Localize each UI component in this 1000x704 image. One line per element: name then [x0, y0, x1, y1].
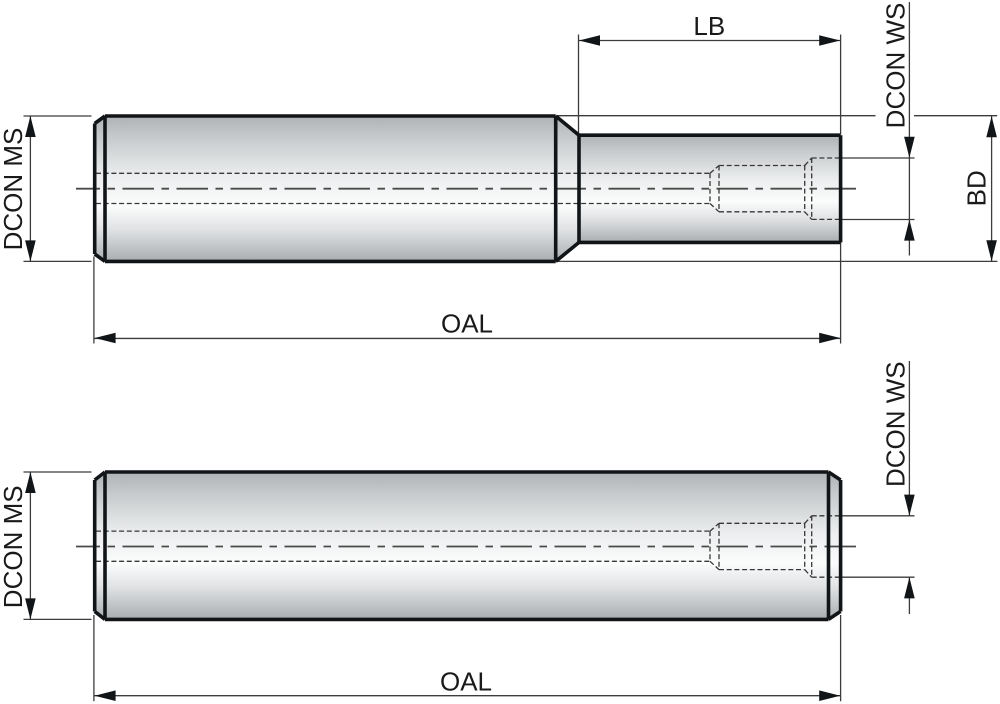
svg-text:DCON WS: DCON WS — [881, 3, 911, 129]
svg-text:OAL: OAL — [441, 308, 493, 338]
svg-text:DCON MS: DCON MS — [0, 485, 28, 608]
svg-text:DCON MS: DCON MS — [0, 128, 28, 251]
svg-text:BD: BD — [961, 170, 991, 206]
svg-text:DCON WS: DCON WS — [881, 361, 911, 487]
svg-text:OAL: OAL — [440, 666, 492, 696]
svg-text:LB: LB — [693, 11, 725, 41]
